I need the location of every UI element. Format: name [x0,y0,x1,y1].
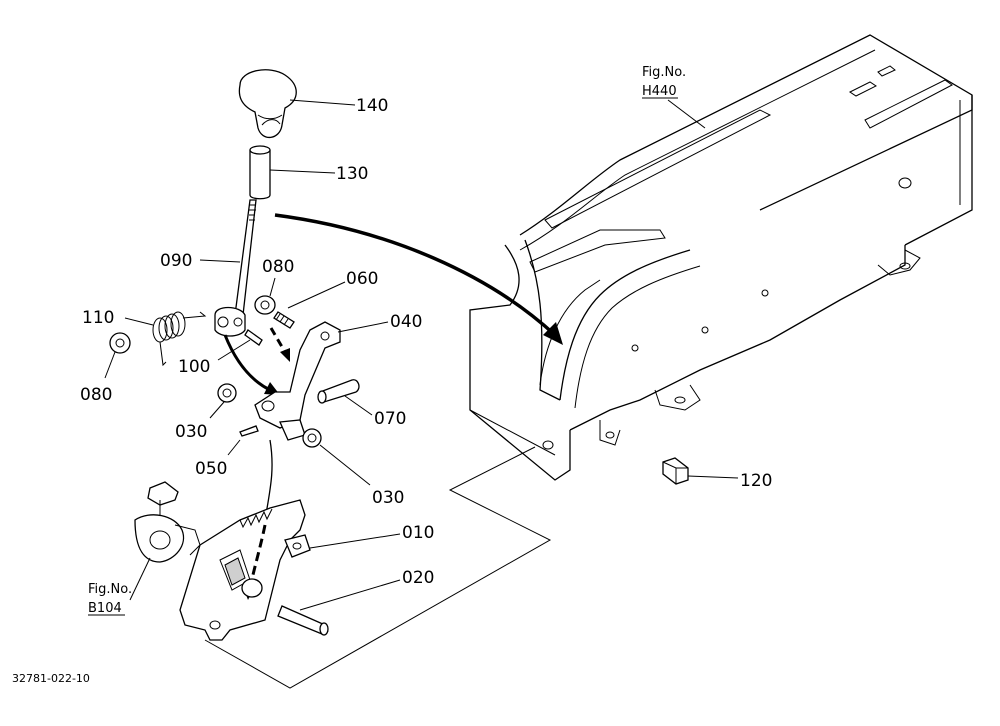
frame-panel [469,34,973,481]
part-label-020: 020 [402,568,434,588]
part-label-130: 130 [336,164,368,184]
pin-100 [244,329,263,346]
sleeve-part [249,145,271,200]
part-label-040: 040 [390,312,422,332]
washer-080-lower [109,332,131,354]
spring-pin-060 [273,311,295,329]
part-label-140: 140 [356,96,388,116]
knob-part [238,69,297,139]
part-label-010: 010 [402,523,434,543]
lever-rod-part [214,199,257,337]
fig-ref-b104-code: B104 [88,601,122,616]
part-label-030-left: 030 [175,422,207,442]
drawing-code: 32781-022-10 [12,672,90,685]
part-label-090: 090 [160,251,192,271]
washer-030-right [302,428,322,448]
reference-lines [204,446,552,689]
washer-080-upper [254,295,276,315]
switch-assembly-b104 [134,481,201,563]
part-label-120: 120 [740,471,772,491]
part-label-110: 110 [82,308,114,328]
torsion-spring-110 [152,311,207,367]
part-label-080-upper: 080 [262,257,294,277]
pin-020 [277,605,329,636]
fig-ref-h440-label: Fig.No. [642,65,686,80]
fig-ref-b104-label: Fig.No. [88,582,132,597]
washer-030-left [217,383,237,403]
bracket-040 [254,321,341,441]
fig-ref-h440-code: H440 [642,84,677,99]
split-pin-050 [239,425,259,437]
pin-070 [317,379,360,404]
part-label-100: 100 [178,357,210,377]
part-label-070: 070 [374,409,406,429]
bolt-120 [662,457,689,485]
assembly-arrow-large [274,213,563,345]
part-label-030-right: 030 [372,488,404,508]
part-label-060: 060 [346,269,378,289]
part-label-050: 050 [195,459,227,479]
part-label-080-lower: 080 [80,385,112,405]
plate-washer [241,578,263,598]
sector-plate-010 [179,499,311,641]
